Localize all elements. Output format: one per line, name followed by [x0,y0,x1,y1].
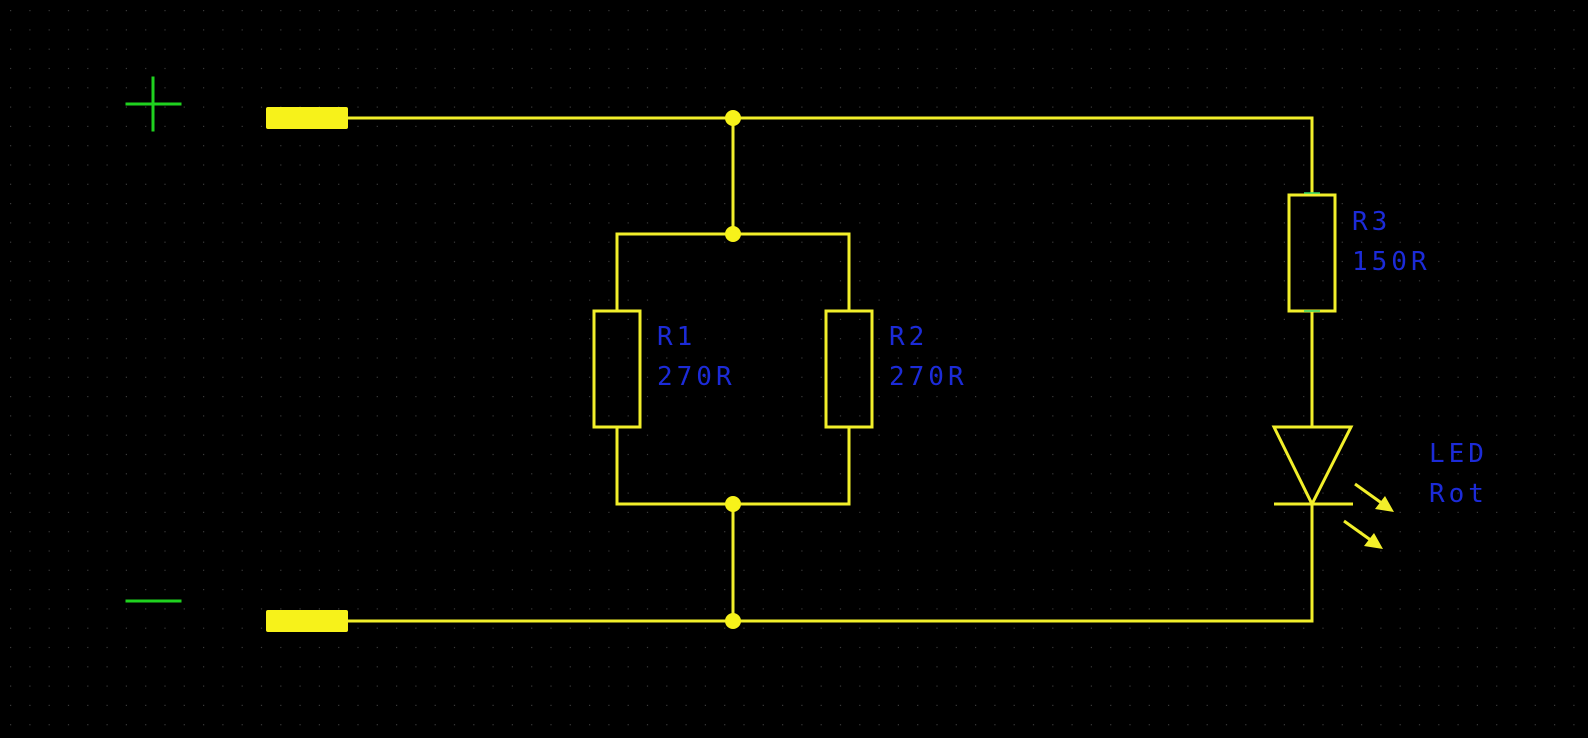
led-symbol[interactable] [1271,425,1394,549]
junction-bottom[interactable] [725,613,741,629]
wires [346,116,1314,623]
junction-upper-bus[interactable] [725,226,741,242]
r1-ref-label: R1 [657,322,696,352]
r2-ref-label: R2 [889,322,928,352]
junction-top[interactable] [725,110,741,126]
r2-value-label: 270R [889,362,968,392]
light-emission-arrows [1343,482,1394,549]
plus-icon [125,76,182,132]
r3-ref-label: R3 [1352,207,1391,237]
resistor-r3[interactable] [1287,192,1337,313]
positive-terminal[interactable] [266,107,348,129]
resistor-r1[interactable] [592,309,642,429]
led-ref-label: LED [1429,439,1488,469]
grid-dots [10,10,1575,726]
r3-value-label: 150R [1352,247,1431,277]
resistor-r2[interactable] [824,309,874,429]
junction-lower-bus[interactable] [725,496,741,512]
led-value-label: Rot [1429,479,1488,509]
negative-terminal[interactable] [266,610,348,632]
r1-value-label: 270R [657,362,736,392]
